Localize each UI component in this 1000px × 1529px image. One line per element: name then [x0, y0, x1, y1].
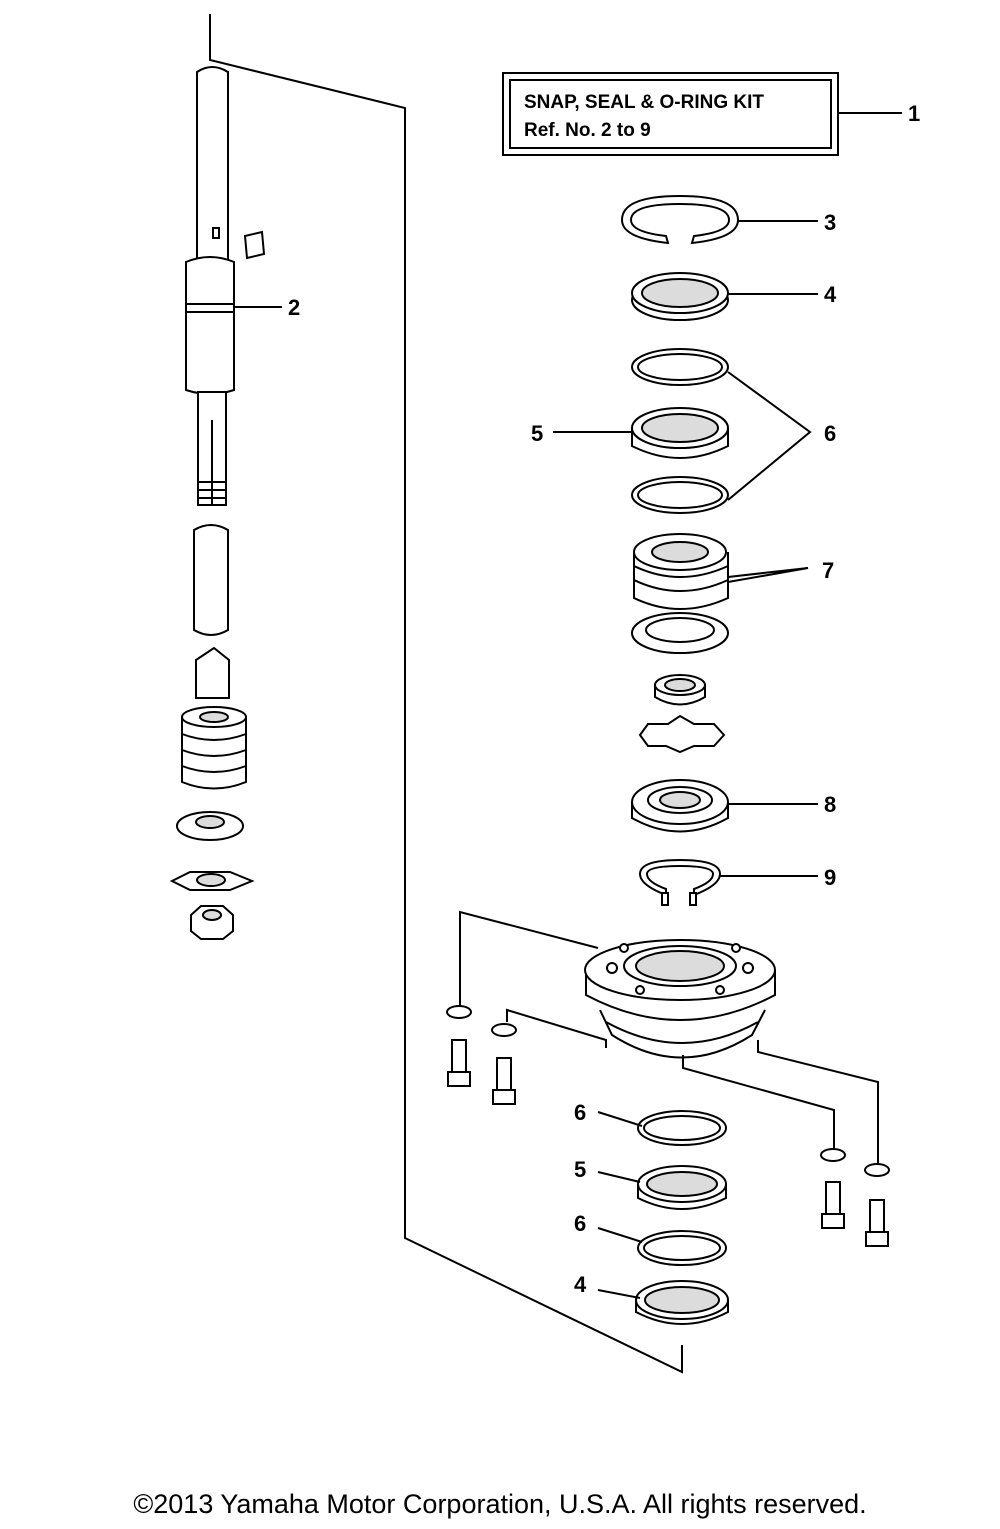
callout-7: 7 — [822, 558, 834, 583]
callout-5: 5 — [531, 421, 543, 446]
shear-key — [195, 646, 230, 699]
o-ring-bottom-2 — [637, 1230, 727, 1266]
callout-4: 4 — [824, 282, 837, 307]
kit-ref: Ref. No. 2 to 9 — [524, 120, 651, 141]
callout-5-lower: 5 — [574, 1157, 586, 1182]
thrust-washer — [631, 612, 729, 654]
callout-6-lower-1: 6 — [574, 1100, 586, 1125]
oil-seal-stack — [633, 533, 729, 610]
circlip — [638, 858, 722, 906]
bolt-right-1 — [820, 1148, 846, 1229]
ball-bearing — [631, 779, 729, 833]
o-ring-upper — [631, 348, 729, 386]
shaft-assembly — [185, 66, 266, 506]
coil-spring — [181, 706, 247, 790]
bushing — [631, 407, 729, 459]
o-ring-bottom-1 — [637, 1110, 727, 1146]
bearing-housing — [584, 939, 776, 1059]
o-ring-lower — [631, 476, 729, 514]
assembly-boundary-line — [209, 14, 683, 1374]
callout-2: 2 — [288, 295, 300, 320]
callout-4-lower: 4 — [574, 1272, 587, 1297]
callout-6: 6 — [824, 421, 836, 446]
bushing-bottom — [637, 1165, 727, 1210]
bolt-left-1 — [446, 1005, 472, 1087]
snap-ring — [620, 194, 740, 245]
tab-washer — [169, 871, 255, 891]
kit-title: SNAP, SEAL & O-RING KIT — [524, 92, 764, 113]
callout-9: 9 — [824, 865, 836, 890]
seal-ring-upper — [631, 272, 729, 321]
callout-3: 3 — [824, 210, 836, 235]
spring-washer — [176, 811, 244, 841]
pin — [193, 524, 229, 636]
hex-nut — [190, 905, 234, 940]
callout-8: 8 — [824, 792, 836, 817]
callout-6-lower-2: 6 — [574, 1211, 586, 1236]
bolt-right-2 — [864, 1163, 890, 1247]
callout-1: 1 — [908, 101, 920, 126]
seal-ring-bottom — [635, 1280, 729, 1325]
bolt-guide-lines — [459, 910, 599, 1005]
lock-washer — [638, 714, 726, 754]
bolt-left-2 — [491, 1023, 517, 1105]
kit-label-box: SNAP, SEAL & O-RING KIT Ref. No. 2 to 9 — [502, 72, 839, 156]
copyright-notice: ©2013 Yamaha Motor Corporation, U.S.A. A… — [133, 1489, 866, 1519]
small-collar — [654, 674, 706, 706]
